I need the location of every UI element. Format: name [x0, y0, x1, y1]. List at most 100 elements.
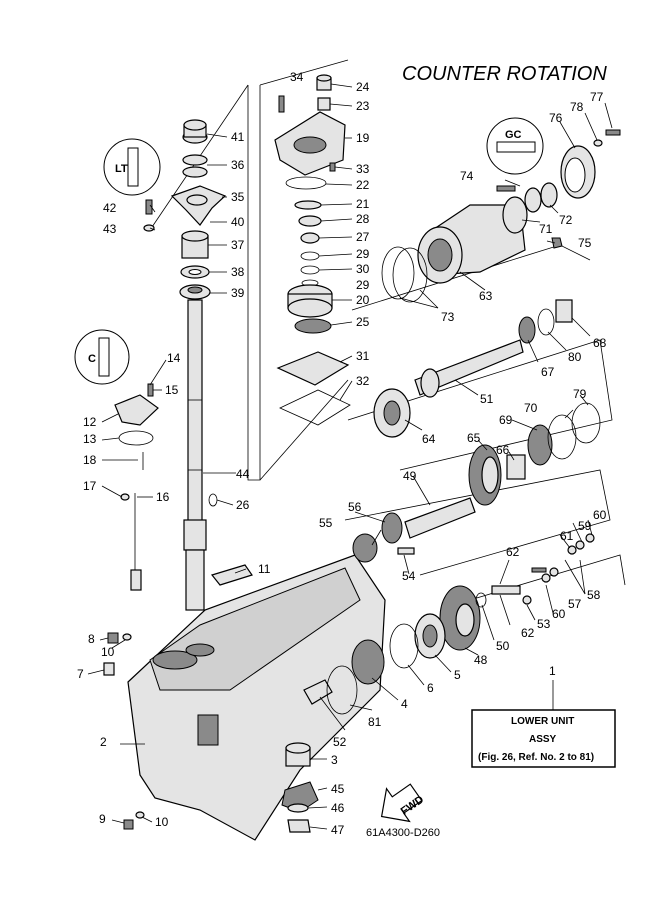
callout-27: 27 — [356, 230, 370, 244]
callout-numbers: 1 2 3 4 5 6 7 8 9 10 10 11 12 13 14 15 1… — [77, 70, 607, 837]
callout-37: 37 — [231, 238, 245, 252]
callout-7: 7 — [77, 667, 84, 681]
callout-15: 15 — [165, 383, 179, 397]
callout-31: 31 — [356, 349, 370, 363]
callout-35: 35 — [231, 190, 245, 204]
callout-10a: 10 — [101, 645, 115, 659]
callout-22: 22 — [356, 178, 370, 192]
callout-30: 30 — [356, 262, 370, 276]
callout-69: 69 — [499, 413, 513, 427]
callout-60a: 60 — [593, 508, 607, 522]
propeller-gear-assembly — [326, 129, 621, 715]
leader-lines — [87, 83, 613, 830]
callout-29a: 29 — [356, 247, 370, 261]
tool-mark-lt-top: LT — [103, 138, 161, 196]
callout-73: 73 — [441, 310, 455, 324]
callout-65: 65 — [467, 431, 481, 445]
callout-49: 49 — [403, 469, 417, 483]
tool-mark-gc-right: GC — [486, 117, 544, 175]
gearcase-housing — [103, 554, 386, 841]
callout-53: 53 — [537, 617, 551, 631]
callout-40: 40 — [231, 215, 245, 229]
callout-44: 44 — [236, 467, 250, 481]
callout-46: 46 — [331, 801, 345, 815]
lt-mark-text: LT — [115, 163, 128, 175]
callout-70: 70 — [524, 401, 538, 415]
callout-78: 78 — [570, 100, 584, 114]
callout-81: 81 — [368, 715, 382, 729]
callout-43: 43 — [103, 222, 117, 236]
grease-mark-text: C — [88, 353, 96, 365]
fwd-arrow-icon: FWD — [380, 783, 426, 823]
callout-52: 52 — [333, 735, 347, 749]
callout-34: 34 — [290, 70, 304, 84]
callout-23: 23 — [356, 99, 370, 113]
callout-77: 77 — [590, 90, 604, 104]
callout-60b: 60 — [552, 607, 566, 621]
callout-79: 79 — [573, 387, 587, 401]
info-box-line2: ASSY — [529, 734, 557, 745]
callout-20: 20 — [356, 293, 370, 307]
callout-67: 67 — [541, 365, 555, 379]
callout-50: 50 — [496, 639, 510, 653]
callout-32: 32 — [356, 374, 370, 388]
callout-63: 63 — [479, 289, 493, 303]
callout-19: 19 — [356, 131, 370, 145]
callout-26: 26 — [236, 498, 250, 512]
callout-62b: 62 — [521, 626, 535, 640]
callout-1: 1 — [549, 664, 556, 678]
callout-61: 61 — [560, 529, 574, 543]
callout-42: 42 — [103, 201, 117, 215]
callout-41: 41 — [231, 130, 245, 144]
callout-10b: 10 — [155, 815, 169, 829]
callout-5: 5 — [454, 668, 461, 682]
callout-21: 21 — [356, 197, 370, 211]
callout-17: 17 — [83, 479, 97, 493]
callout-48: 48 — [474, 653, 488, 667]
callout-59: 59 — [578, 519, 592, 533]
callout-33: 33 — [356, 162, 370, 176]
lower-unit-info-box: LOWER UNIT ASSY (Fig. 26, Ref. No. 2 to … — [471, 680, 616, 768]
callout-2: 2 — [100, 735, 107, 749]
gc-mark-text: GC — [505, 129, 522, 141]
callout-18: 18 — [83, 453, 97, 467]
callout-13: 13 — [83, 432, 97, 446]
diagram-title: COUNTER ROTATION — [402, 63, 607, 85]
callout-9: 9 — [99, 812, 106, 826]
callout-14: 14 — [167, 351, 181, 365]
callout-66: 66 — [496, 443, 510, 457]
callout-47: 47 — [331, 823, 345, 837]
callout-39: 39 — [231, 286, 245, 300]
callout-36: 36 — [231, 158, 245, 172]
callout-64: 64 — [422, 432, 436, 446]
water-pump-parts — [208, 74, 351, 507]
callout-8: 8 — [88, 632, 95, 646]
callout-57: 57 — [568, 597, 582, 611]
callout-3: 3 — [331, 753, 338, 767]
callout-28: 28 — [356, 212, 370, 226]
callout-76: 76 — [549, 111, 563, 125]
callout-62a: 62 — [506, 545, 520, 559]
callout-56: 56 — [348, 500, 362, 514]
callout-54: 54 — [402, 569, 416, 583]
callout-72: 72 — [559, 213, 573, 227]
callout-29b: 29 — [356, 278, 370, 292]
callout-11: 11 — [258, 562, 271, 576]
callout-74: 74 — [460, 169, 474, 183]
callout-12: 12 — [83, 415, 97, 429]
callout-45: 45 — [331, 782, 345, 796]
info-box-line1: LOWER UNIT — [511, 716, 574, 727]
pinion-parts — [281, 679, 333, 833]
callout-55: 55 — [319, 516, 333, 530]
callout-16: 16 — [156, 490, 170, 504]
callout-80: 80 — [568, 350, 582, 364]
callout-68: 68 — [593, 336, 607, 350]
callout-6: 6 — [427, 681, 434, 695]
drive-shaft-column — [114, 119, 227, 611]
callout-75: 75 — [578, 236, 592, 250]
callout-4: 4 — [401, 697, 408, 711]
callout-25: 25 — [356, 315, 370, 329]
callout-24: 24 — [356, 80, 370, 94]
tool-mark-grease-left: C — [74, 329, 130, 385]
